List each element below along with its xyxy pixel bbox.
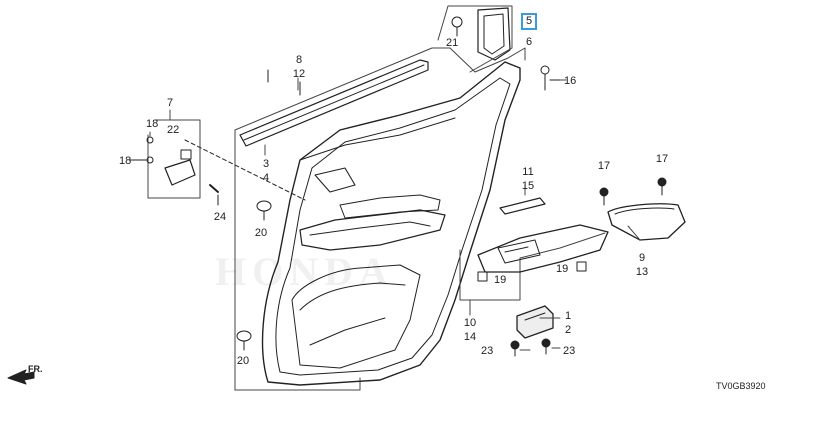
armrest-base-10-14 <box>459 224 609 301</box>
power-window-switch <box>516 305 554 339</box>
molding-strip <box>239 59 429 147</box>
part-label-8[interactable]: 8 <box>295 54 303 66</box>
part-label-15[interactable]: 15 <box>521 180 535 192</box>
clip-20-upper <box>256 200 272 221</box>
part-label-11[interactable]: 11 <box>522 166 534 178</box>
clip-19-left <box>477 271 488 282</box>
screw-23-right <box>541 338 551 355</box>
front-arrow-label: FR. <box>28 364 43 374</box>
part-label-23-right[interactable]: 23 <box>563 345 576 357</box>
part-label-20-upper[interactable]: 20 <box>254 227 268 239</box>
pad-11-15 <box>499 197 546 215</box>
part-label-17-left[interactable]: 17 <box>597 160 611 172</box>
part-label-17-right[interactable]: 17 <box>655 153 669 165</box>
part-label-22[interactable]: 22 <box>167 124 180 136</box>
part-label-18-left[interactable]: 18 <box>119 155 132 167</box>
diagram-code: TV0GB3920 <box>716 381 766 391</box>
part-label-24[interactable]: 24 <box>213 211 227 223</box>
part-label-10[interactable]: 10 <box>463 317 477 329</box>
clip-20-lower <box>236 330 252 351</box>
screw-17-left <box>599 187 609 206</box>
screw-16 <box>540 65 561 91</box>
part-label-20-lower[interactable]: 20 <box>236 355 250 367</box>
part-label-4[interactable]: 4 <box>262 172 270 184</box>
screw-17-right <box>657 177 667 196</box>
part-label-12[interactable]: 12 <box>292 68 306 80</box>
corner-garnish <box>437 5 513 73</box>
part-label-19-right[interactable]: 19 <box>556 263 569 275</box>
part-label-14[interactable]: 14 <box>463 331 477 343</box>
part-label-16[interactable]: 16 <box>564 75 577 87</box>
part-label-3[interactable]: 3 <box>262 158 270 170</box>
part-label-18-top[interactable]: 18 <box>146 118 159 130</box>
part-label-5-highlighted[interactable]: 5 <box>521 13 538 30</box>
clip-21 <box>451 16 463 37</box>
front-arrow-icon <box>7 369 35 385</box>
part-label-19-left[interactable]: 19 <box>494 274 507 286</box>
part-label-1[interactable]: 1 <box>565 310 572 322</box>
bracket-group <box>129 119 306 206</box>
clip-19-right <box>576 261 587 272</box>
door-lining-panel <box>261 61 521 386</box>
leader-lines <box>149 77 641 351</box>
part-label-13[interactable]: 13 <box>635 266 649 278</box>
part-label-23-left[interactable]: 23 <box>481 345 494 357</box>
part-label-6[interactable]: 6 <box>526 36 533 48</box>
part-label-7[interactable]: 7 <box>166 97 174 109</box>
part-label-2[interactable]: 2 <box>565 324 572 336</box>
panel-group-bracket <box>234 47 526 391</box>
part-label-9[interactable]: 9 <box>638 252 646 264</box>
screw-23-left <box>510 340 520 357</box>
armrest-pad-9-13 <box>607 203 686 241</box>
part-label-21[interactable]: 21 <box>446 37 459 49</box>
